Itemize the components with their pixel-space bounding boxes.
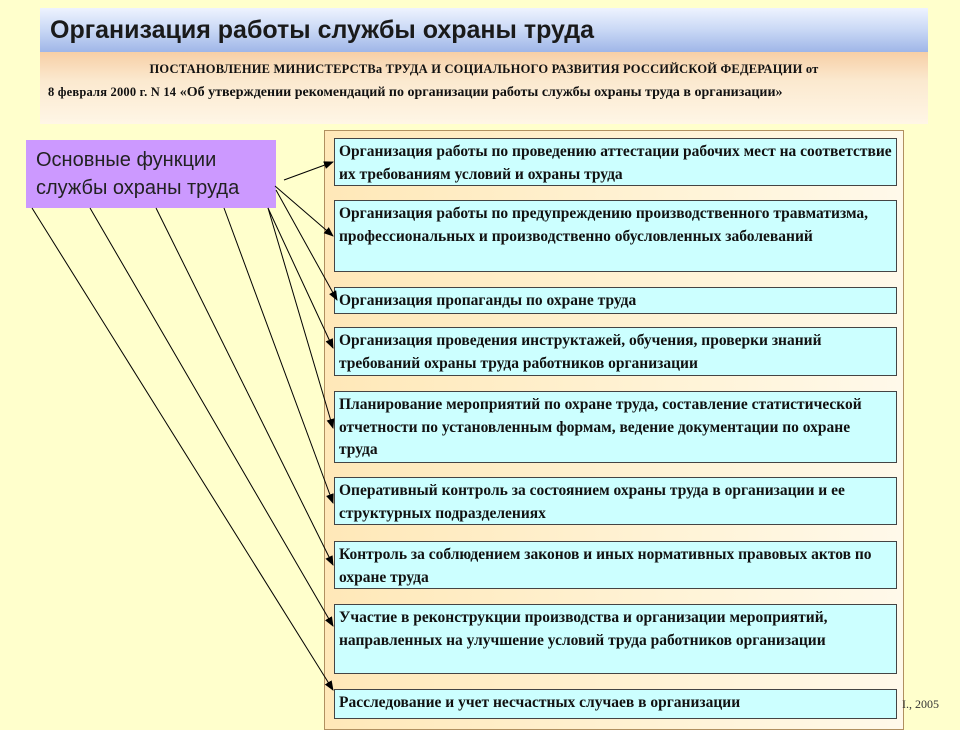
footer-credit: I., 2005 (902, 697, 939, 711)
arrow-to-box-5 (267, 207, 335, 429)
decree-date: 8 февраля 2000 г. N 14 (48, 85, 177, 99)
decree-line-1: ПОСТАНОВЛЕНИЕ МИНИСТЕРСТВа ТРУДА И СОЦИА… (149, 62, 819, 76)
function-box-6: Оперативный контроль за состоянием охран… (334, 477, 897, 525)
source-box: Основные функции службы охраны труда (26, 140, 276, 208)
function-box-1: Организация работы по проведению аттеста… (334, 138, 897, 186)
decree-subtitle: ПОСТАНОВЛЕНИЕ МИНИСТЕРСТВа ТРУДА И СОЦИА… (40, 52, 928, 124)
arrow-to-box-7 (155, 207, 334, 566)
arrow-to-box-9 (31, 207, 334, 691)
function-box-3: Организация пропаганды по охране труда (334, 287, 897, 314)
decree-line-2: 8 февраля 2000 г. N 14 «Об утверждении р… (48, 81, 920, 104)
arrow-to-box-2 (274, 185, 334, 237)
function-box-5: Планирование мероприятий по охране труда… (334, 391, 897, 463)
arrow-to-box-1 (283, 161, 334, 181)
title-bar: Организация работы службы охраны труда (40, 8, 928, 52)
page-title: Организация работы службы охраны труда (50, 16, 595, 44)
function-box-9: Расследование и учет несчастных случаев … (334, 689, 897, 719)
arrow-to-box-6 (223, 207, 334, 504)
function-box-8: Участие в реконструкции производства и о… (334, 604, 897, 674)
decree-name: «Об утверждении рекомендаций по организа… (176, 85, 783, 100)
arrow-to-box-4 (267, 207, 334, 349)
arrow-to-box-3 (275, 189, 338, 301)
function-box-2: Организация работы по предупреждению про… (334, 200, 897, 272)
function-box-7: Контроль за соблюдением законов и иных н… (334, 541, 897, 589)
arrow-to-box-8 (89, 207, 334, 627)
function-box-4: Организация проведения инструктажей, обу… (334, 327, 897, 376)
